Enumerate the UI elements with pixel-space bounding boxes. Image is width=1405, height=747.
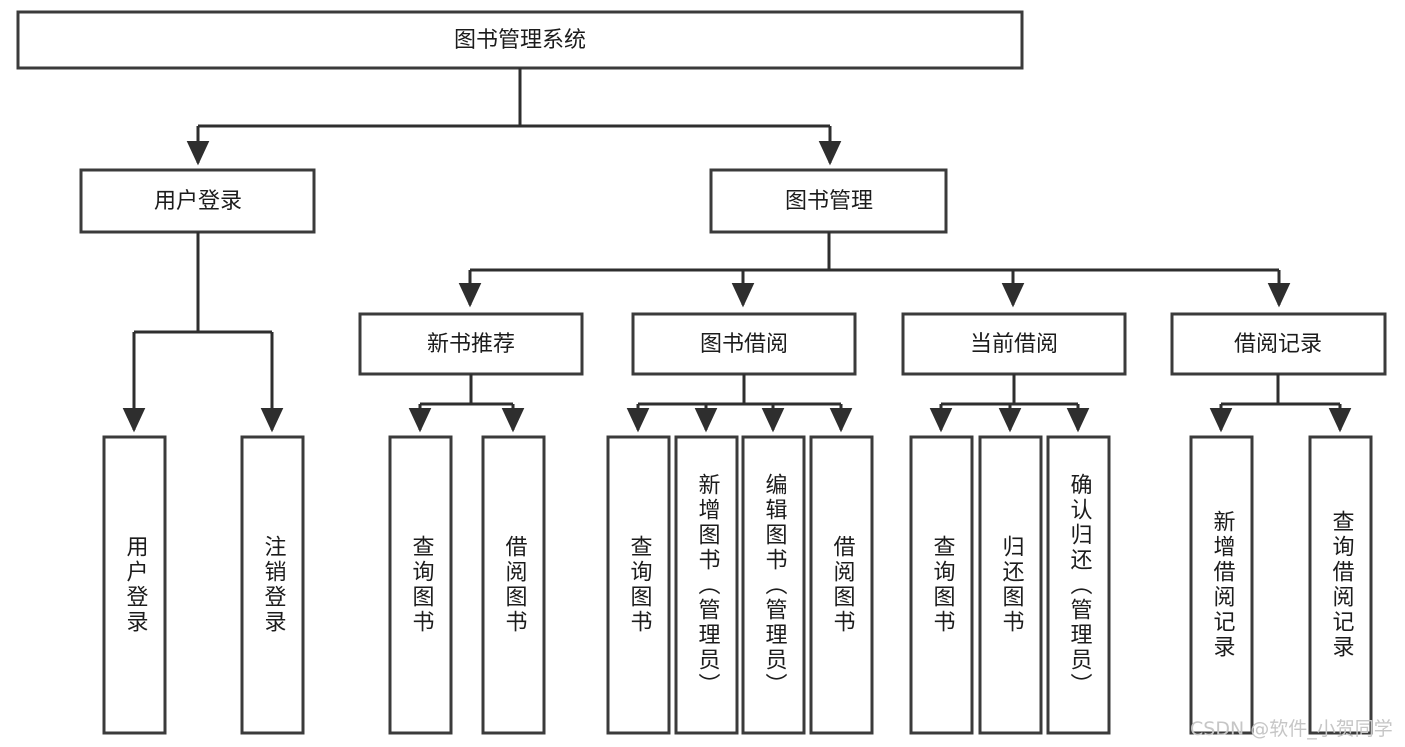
leaf-box-nbr-2[interactable] (481, 435, 546, 735)
leaf-box-bb-3[interactable] (741, 435, 806, 735)
leaf-boxes (102, 435, 1373, 735)
leaf-box-bb-2[interactable] (674, 435, 739, 735)
node-book-borrow-label: 图书借阅 (700, 332, 788, 357)
node-book-manage-label: 图书管理 (785, 189, 873, 214)
node-book-borrow[interactable]: 图书借阅 (631, 312, 857, 376)
node-root-label: 图书管理系统 (454, 28, 586, 53)
leaf-box-user-login-1[interactable] (102, 435, 167, 735)
leaf-box-bb-4[interactable] (809, 435, 874, 735)
leaf-box-user-login-2[interactable] (240, 435, 305, 735)
edges-user-login-to-leaves (122, 232, 284, 433)
watermark-text: CSDN @软件_小贺同学 (1190, 718, 1393, 740)
node-book-manage-box[interactable] (709, 168, 948, 234)
node-new-book-recommend[interactable]: 新书推荐 (358, 312, 584, 376)
edges-borrow-record-to-leaves (1209, 374, 1352, 433)
leaf-box-cb-3[interactable] (1046, 435, 1111, 735)
node-borrow-record[interactable]: 借阅记录 (1170, 312, 1387, 376)
leaf-box-cb-2[interactable] (978, 435, 1043, 735)
edges-book-manage-to-level3 (458, 232, 1291, 308)
leaf-box-nbr-1[interactable] (388, 435, 453, 735)
node-current-borrow[interactable]: 当前借阅 (901, 312, 1127, 376)
node-book-borrow-box[interactable] (631, 312, 857, 376)
node-current-borrow-label: 当前借阅 (970, 332, 1058, 357)
node-borrow-record-label: 借阅记录 (1234, 332, 1322, 357)
edges-book-borrow-to-leaves (626, 374, 853, 433)
leaf-box-br-1[interactable] (1189, 435, 1254, 735)
leaf-box-cb-1[interactable] (909, 435, 974, 735)
edges-current-borrow-to-leaves (929, 374, 1090, 433)
edges-root-to-level2 (186, 68, 842, 166)
node-book-manage[interactable]: 图书管理 (709, 168, 948, 234)
node-root-box[interactable] (16, 10, 1024, 70)
node-current-borrow-box[interactable] (901, 312, 1127, 376)
node-root[interactable]: 图书管理系统 (16, 10, 1024, 70)
leaf-box-bb-1[interactable] (606, 435, 671, 735)
node-user-login[interactable]: 用户登录 (79, 168, 316, 234)
node-user-login-label: 用户登录 (154, 189, 242, 214)
node-new-book-recommend-box[interactable] (358, 312, 584, 376)
node-borrow-record-box[interactable] (1170, 312, 1387, 376)
edges-new-book-recommend-to-leaves (408, 374, 525, 433)
node-new-book-recommend-label: 新书推荐 (427, 332, 515, 357)
leaf-box-br-2[interactable] (1308, 435, 1373, 735)
